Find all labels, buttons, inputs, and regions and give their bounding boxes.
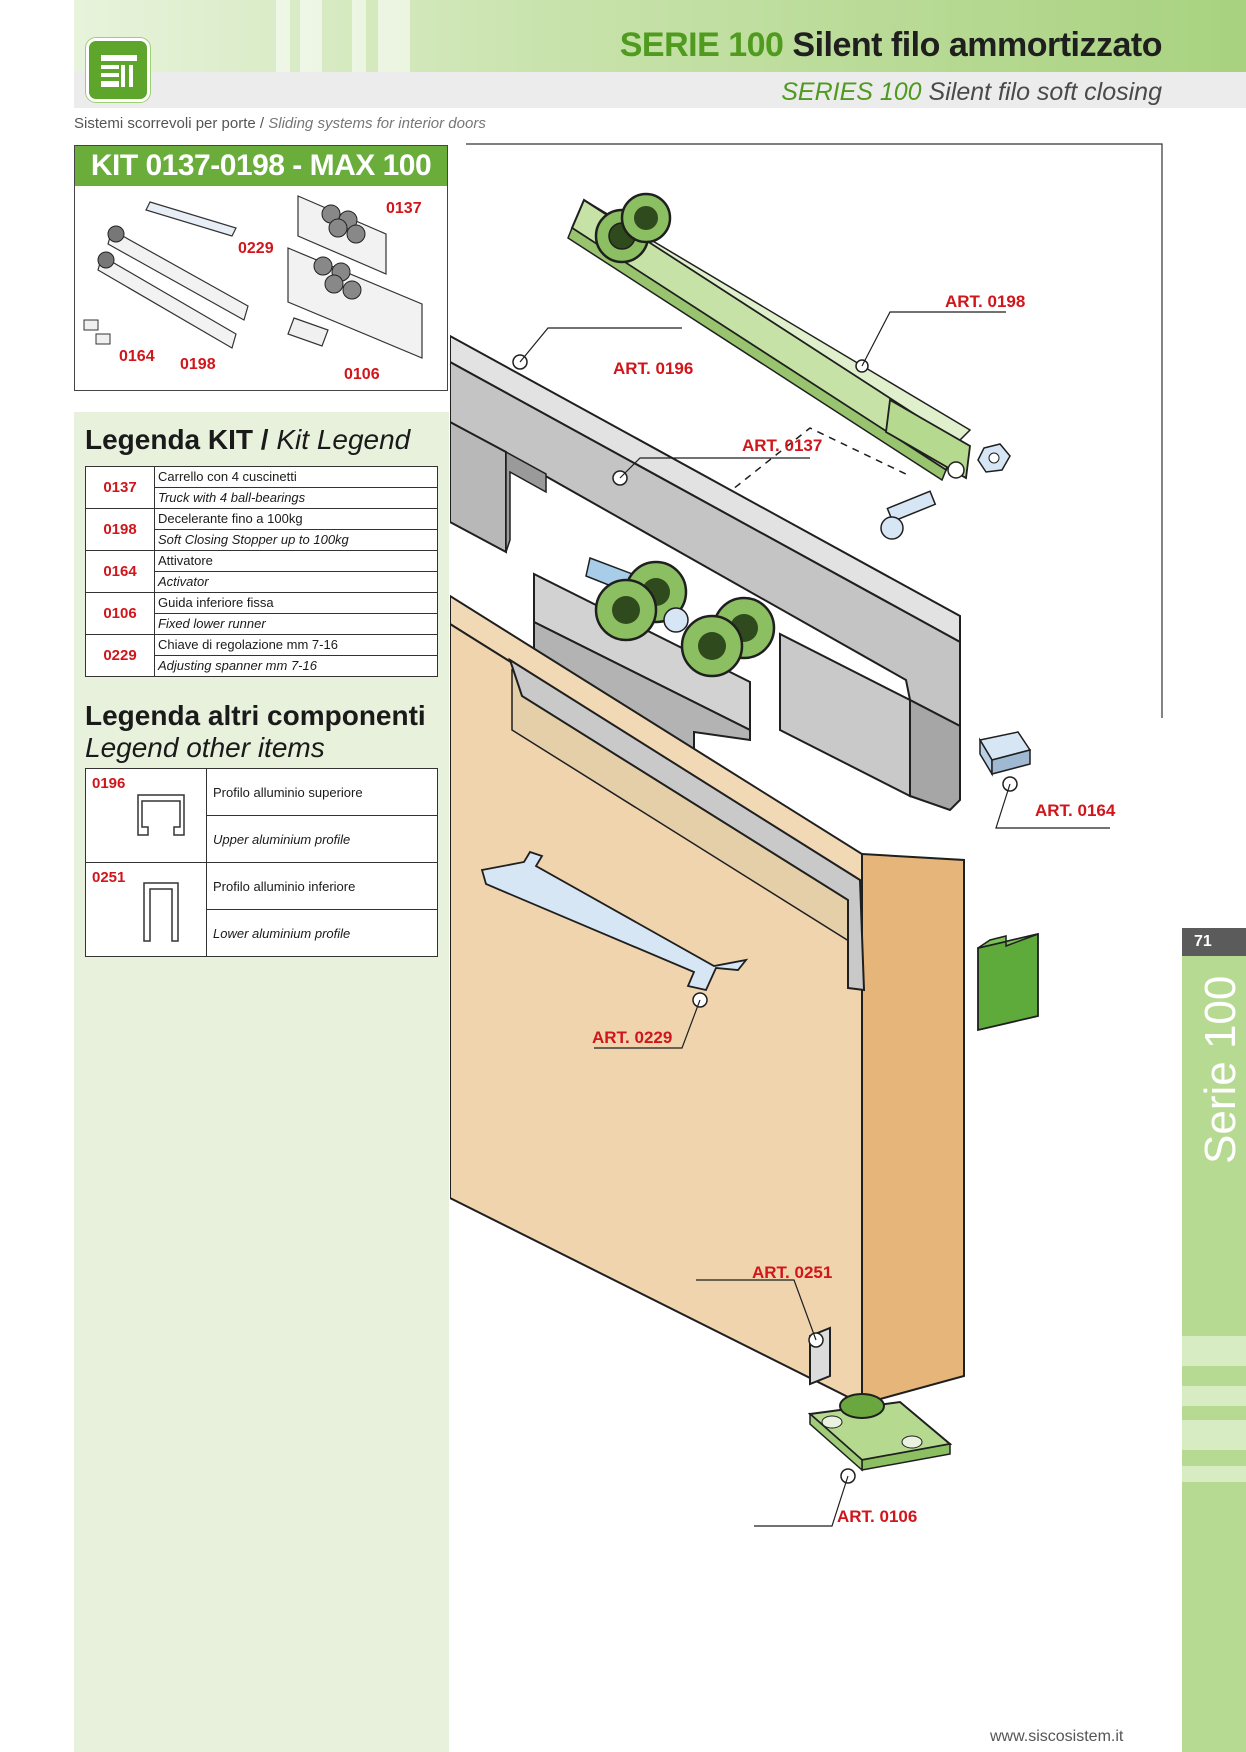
legend-code: 0164	[85, 550, 155, 593]
side-tab-stripe	[1182, 1420, 1246, 1450]
legend-it: Profilo alluminio superiore	[206, 768, 438, 816]
page-subtitle: SERIES 100 Silent filo soft closing	[781, 78, 1162, 107]
table-row: 0251 Profilo alluminio inferiore	[85, 862, 438, 957]
breadcrumb-en: Sliding systems for interior doors	[268, 115, 486, 132]
kit-title: KIT 0137-0198 - MAX 100 KG	[75, 146, 447, 222]
kit-label-0198: 0198	[180, 356, 216, 373]
legend-en: Soft Closing Stopper up to 100kg	[154, 529, 438, 551]
header-band	[74, 0, 1246, 72]
header-stripe	[300, 0, 322, 72]
kit-illustration	[83, 195, 423, 359]
art-label-0137: ART. 0137	[742, 436, 823, 455]
section-tab-label: Serie 100	[1196, 975, 1245, 1164]
breadcrumb-sep: /	[255, 115, 269, 132]
table-row: Adjusting spanner mm 7-16	[86, 655, 438, 677]
legend-code: 0251	[92, 869, 126, 886]
spanner-0229	[480, 850, 749, 1008]
table-row: 0196 Profilo alluminio superiore	[85, 768, 438, 863]
kit-legend-heading-italic: Kit Legend	[276, 424, 411, 455]
table-row: Fixed lower runner	[86, 613, 438, 635]
art-label-0106: ART. 0106	[837, 1507, 918, 1526]
legend-it: Profilo alluminio inferiore	[206, 862, 438, 910]
side-tab-stripe	[1182, 1336, 1246, 1366]
art-label-0251: ART. 0251	[752, 1263, 833, 1282]
other-legend-subheading: Legend other items	[85, 732, 325, 763]
page-number: 71	[1182, 928, 1246, 956]
other-legend-heading: Legenda altri componenti	[85, 700, 426, 731]
table-row: Upper aluminium profile	[86, 815, 438, 863]
legend-code: 0106	[85, 592, 155, 635]
damper-0198	[567, 192, 972, 482]
header-stripe	[276, 0, 290, 72]
kit-label-0137: 0137	[386, 200, 422, 217]
legend-en: Truck with 4 ball-bearings	[154, 487, 438, 509]
subtitle-rest: Silent filo soft closing	[921, 78, 1162, 106]
activator-0164	[978, 731, 1032, 792]
art-label-0164: ART. 0164	[1035, 801, 1116, 820]
logo-icon	[101, 55, 137, 87]
title-rest: Silent filo ammortizzato	[783, 26, 1162, 64]
kit-legend-heading-sep: /	[253, 424, 277, 455]
side-tab-stripe	[1182, 1466, 1246, 1482]
art-label-0198: ART. 0198	[945, 292, 1026, 311]
legend-it: Guida inferiore fissa	[154, 592, 438, 614]
header-stripe	[378, 0, 410, 72]
side-tab-stripe	[1182, 1386, 1246, 1406]
header-sub-band	[74, 72, 1246, 108]
upper-profile-icon	[137, 794, 185, 836]
profile-0196	[450, 334, 961, 812]
art-label-0229: ART. 0229	[592, 1028, 673, 1047]
brand-logo	[86, 38, 150, 102]
subtitle-accent: SERIES 100	[781, 78, 922, 106]
other-legend-table: 0196 Profilo alluminio superiore Upper a…	[85, 768, 438, 957]
legend-it: Chiave di regolazione mm 7-16	[154, 634, 438, 656]
legend-en: Activator	[154, 571, 438, 593]
legend-en: Upper aluminium profile	[206, 815, 438, 863]
art-label-0196: ART. 0196	[613, 359, 694, 378]
legend-code: 0196	[92, 775, 126, 792]
lower-profile-icon	[143, 882, 179, 942]
breadcrumb: Sistemi scorrevoli per porte / Sliding s…	[74, 115, 486, 132]
legend-code: 0198	[85, 508, 155, 551]
end-cap	[977, 932, 1039, 1032]
page-title: SERIE 100 Silent filo ammortizzato	[619, 26, 1163, 65]
table-row: Lower aluminium profile	[86, 909, 438, 957]
kit-legend-heading: Legenda KIT / Kit Legend	[85, 424, 410, 456]
legend-code-cell: 0196	[85, 768, 207, 863]
legend-en: Adjusting spanner mm 7-16	[154, 655, 438, 677]
kit-label-0164: 0164	[119, 348, 155, 365]
legend-code-cell: 0251	[85, 862, 207, 957]
screw	[880, 490, 937, 540]
door	[450, 594, 965, 1406]
legend-code: 0137	[85, 466, 155, 509]
kit-label-0106: 0106	[344, 366, 380, 383]
runner-0106	[807, 1393, 953, 1484]
kit-label-0229: 0229	[238, 240, 274, 257]
header-stripe	[352, 0, 366, 72]
legend-it: Attivatore	[154, 550, 438, 572]
footer-url[interactable]: www.siscosistem.it	[990, 1728, 1124, 1745]
legend-en: Fixed lower runner	[154, 613, 438, 635]
legend-it: Decelerante fino a 100kg	[154, 508, 438, 530]
breadcrumb-it: Sistemi scorrevoli per porte	[74, 115, 256, 132]
legend-code: 0229	[85, 634, 155, 677]
legend-it: Carrello con 4 cuscinetti	[154, 466, 438, 488]
legend-en: Lower aluminium profile	[206, 909, 438, 957]
kit-legend-heading-bold: Legenda KIT	[85, 424, 254, 455]
title-accent: SERIE 100	[619, 26, 784, 64]
exploded-diagram	[450, 143, 1163, 1527]
